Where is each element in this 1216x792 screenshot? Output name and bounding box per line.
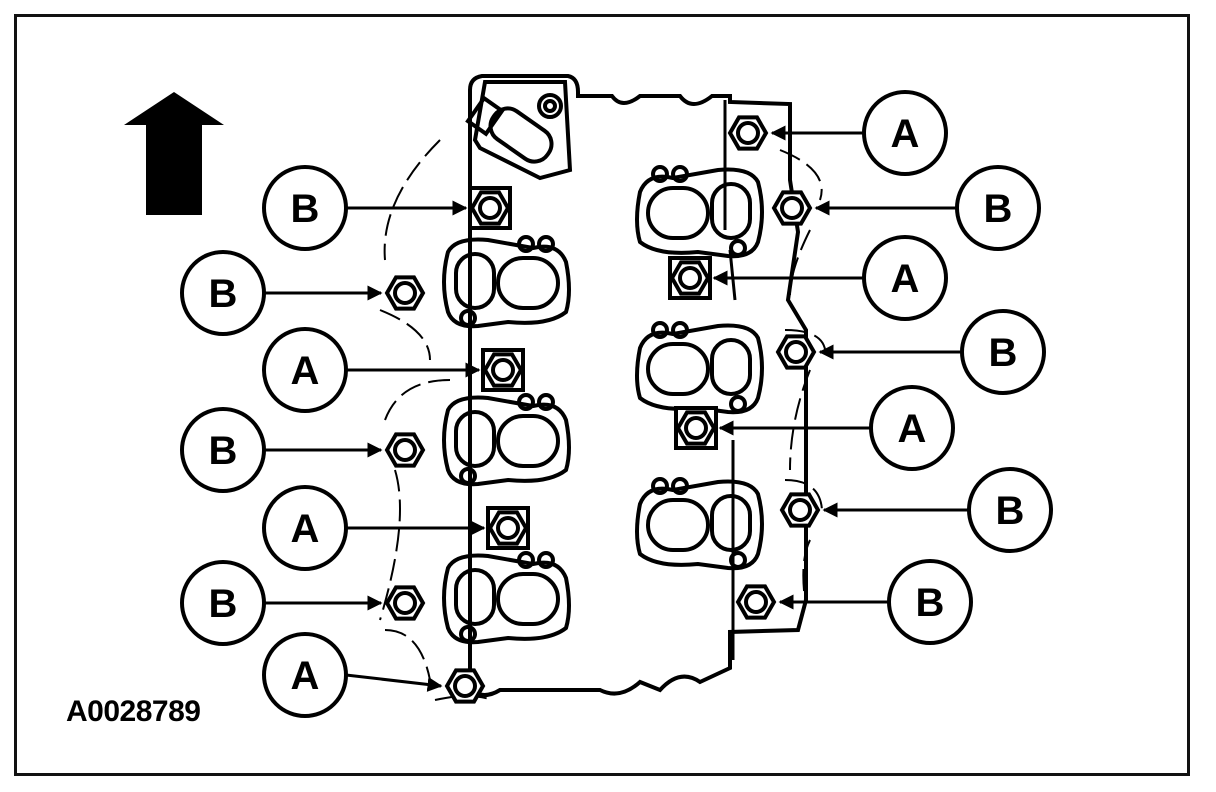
intake-ports (442, 165, 764, 645)
callout-letter: B (989, 331, 1018, 375)
bolt-icon (481, 348, 525, 392)
bolts (384, 115, 821, 704)
callout-letter: B (916, 581, 945, 625)
bolt-icon (486, 506, 530, 550)
callout-letter: A (291, 507, 320, 551)
bolt-icon (674, 406, 718, 450)
callout-b: B (180, 407, 383, 493)
bolt-icon (444, 668, 486, 704)
callout-letter: B (209, 429, 238, 473)
callout-letter: B (291, 187, 320, 231)
callout-letter: B (209, 272, 238, 316)
callout-a: A (712, 235, 948, 321)
bolt-icon (775, 334, 817, 370)
bolt-icon (771, 190, 813, 226)
callouts: B B A B A B A A B A B A B B (180, 90, 1053, 718)
callout-a: A (718, 385, 955, 471)
bolt-icon (735, 584, 777, 620)
intake-port (635, 477, 764, 571)
callout-b: B (778, 559, 973, 645)
callout-letter: A (891, 257, 920, 301)
callout-a: A (770, 90, 948, 176)
callout-letter: A (891, 112, 920, 156)
callout-b: B (262, 165, 468, 251)
callout-a: A (262, 485, 486, 571)
callout-b: B (180, 560, 383, 646)
callout-letter: A (898, 407, 927, 451)
bolt-icon (727, 115, 769, 151)
intake-port (635, 321, 764, 415)
callout-b: B (180, 250, 383, 336)
intake-port (442, 393, 571, 487)
callout-b: B (818, 309, 1046, 395)
figure-id: A0028789 (66, 695, 201, 728)
bolt-icon (384, 275, 426, 311)
callout-a: A (262, 632, 443, 718)
bolt-icon (384, 585, 426, 621)
figure-frame (14, 14, 1190, 776)
callout-letter: B (996, 489, 1025, 533)
callout-b: B (814, 165, 1041, 251)
bolt-icon (779, 492, 821, 528)
callout-letter: A (291, 654, 320, 698)
intake-port (442, 235, 571, 329)
callout-letter: A (291, 349, 320, 393)
intake-port (442, 551, 571, 645)
callout-b: B (822, 467, 1053, 553)
callout-a: A (262, 327, 481, 413)
intake-port (635, 165, 764, 259)
front-direction-arrow-icon (124, 92, 224, 215)
callout-letter: B (984, 187, 1013, 231)
bolt-icon (384, 432, 426, 468)
bolt-icon (468, 186, 512, 230)
manifold-body (379, 74, 827, 701)
callout-letter: B (209, 582, 238, 626)
bolt-icon (668, 256, 712, 300)
sensor-housing (465, 80, 573, 181)
